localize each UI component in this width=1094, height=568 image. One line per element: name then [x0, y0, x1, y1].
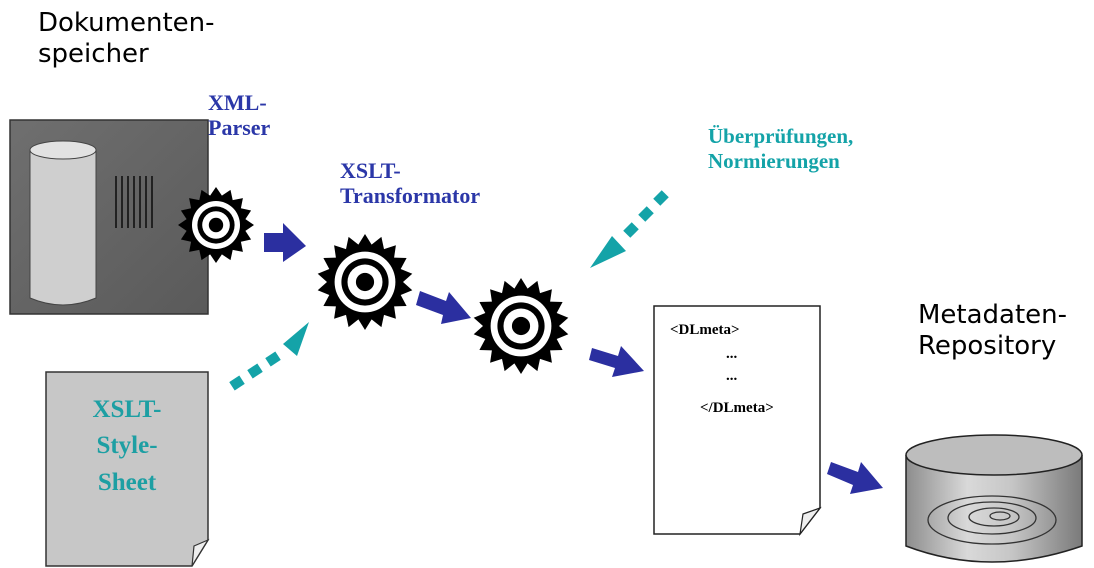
repository-swirl-icon: [927, 495, 1057, 545]
repository-label-line2: Repository: [918, 331, 1057, 362]
xslt-transformator-gear-icon: [317, 234, 413, 330]
document-storage-device: [9, 119, 209, 315]
dotted-arrow-stylesheet-to-transformer: [229, 322, 309, 391]
xslt-stylesheet-page: [45, 371, 210, 567]
storage-label-line1: Dokumenten-: [38, 8, 215, 38]
stylesheet-text-line2: Style-: [96, 432, 158, 460]
solid-arrow-checks-to-document: [589, 346, 644, 377]
repository-label-line1: Metadaten-: [918, 300, 1068, 330]
checks-gear-icon: [473, 278, 569, 374]
checks-label-line2: Normierungen: [708, 149, 840, 174]
stylesheet-text-line3: Sheet: [97, 468, 157, 496]
solid-arrow-transformer-to-checks: [416, 291, 471, 324]
dlmeta-dots-2: ...: [726, 368, 738, 384]
solid-arrow-parser-to-transformer: [264, 223, 306, 262]
solid-arrow-document-to-repository: [827, 462, 883, 494]
metadata-repository-cylinder: [905, 434, 1083, 563]
dlmeta-close-tag: </DLmeta>: [700, 400, 774, 416]
xslt-transformator-label: XSLT- Transformator: [340, 158, 480, 209]
xml-parser-label: XML- Parser: [208, 90, 270, 141]
xslt-transformator-label-line2: Transformator: [340, 183, 481, 209]
checks-label: Überprüfungen, Normierungen: [708, 124, 853, 174]
stylesheet-text: XSLT- Style- Sheet: [46, 392, 208, 501]
dlmeta-document-page: [653, 305, 822, 537]
storage-vent-lines: [115, 176, 153, 228]
repository-label: Metadaten- Repository: [918, 300, 1067, 362]
xml-parser-label-line2: Parser: [208, 115, 271, 141]
xml-parser-gear-icon: [178, 187, 254, 263]
checks-label-line1: Überprüfungen,: [708, 124, 854, 148]
xslt-transformator-label-line1: XSLT-: [340, 158, 401, 183]
dlmeta-dots-1: ...: [726, 346, 738, 362]
dotted-arrow-checks-to-gear: [590, 190, 669, 268]
storage-label: Dokumenten- speicher: [38, 8, 215, 70]
storage-label-line2: speicher: [38, 39, 149, 70]
dlmeta-open-tag: <DLmeta>: [670, 322, 740, 338]
stylesheet-text-line1: XSLT-: [92, 396, 162, 423]
xml-parser-label-line1: XML-: [208, 90, 267, 115]
